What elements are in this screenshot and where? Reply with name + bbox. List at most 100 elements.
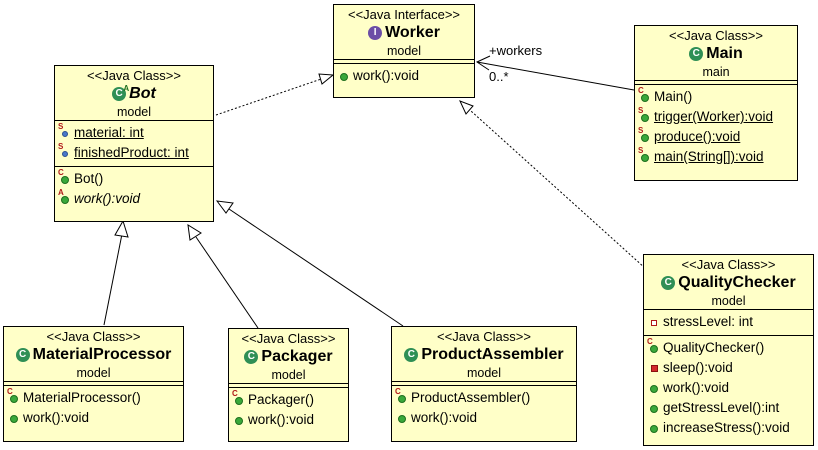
generalization-productassembler-bot	[228, 208, 404, 327]
class-icon: C	[404, 348, 419, 362]
abstract-method-icon: A	[58, 189, 71, 205]
operation[interactable]: work():void	[396, 408, 576, 428]
operation[interactable]: getStressLevel():int	[648, 398, 813, 418]
constructor-icon: C	[232, 390, 245, 406]
attribute[interactable]: stressLevel: int	[648, 312, 813, 332]
generalization-arrowhead	[215, 200, 234, 214]
package-label: model	[271, 368, 306, 382]
attributes-compartment	[392, 381, 576, 386]
package-label: main	[702, 65, 730, 79]
public-method-icon	[338, 70, 350, 82]
package-field-icon: S	[58, 143, 71, 159]
static-method-icon: S	[638, 107, 651, 123]
realization-qualitychecker-worker	[460, 101, 646, 269]
constructor-icon: C	[58, 169, 71, 185]
attributes-compartment	[4, 381, 183, 386]
stereotype-label: <<Java Class>>	[437, 329, 531, 344]
operations-compartment: work():void	[334, 64, 474, 89]
package-label: model	[711, 294, 746, 308]
public-method-icon	[648, 382, 660, 394]
constructor-icon: C	[638, 87, 651, 103]
constructor-icon: C	[647, 338, 660, 354]
private-method-icon	[648, 362, 660, 374]
attributes-compartment	[229, 383, 348, 388]
interface-icon: I	[368, 26, 383, 40]
public-method-icon	[396, 412, 408, 424]
constructor-icon: C	[395, 388, 408, 404]
attributes-compartment	[635, 80, 797, 85]
association-role-label: +workers	[489, 43, 543, 58]
realization-arrowhead	[318, 73, 335, 85]
operation[interactable]: work():void	[338, 66, 474, 86]
stereotype-label: <<Java Class>>	[241, 331, 336, 346]
static-method-icon: S	[638, 127, 651, 143]
stereotype-label: <<Java Class>>	[669, 28, 763, 43]
association-arrowhead	[475, 55, 491, 71]
stereotype-label: <<Java Class>>	[46, 329, 141, 344]
class-icon: C	[689, 47, 704, 61]
class-icon: C	[661, 276, 676, 290]
operation[interactable]: work():void	[648, 378, 813, 398]
public-method-icon	[233, 414, 245, 426]
public-method-icon	[648, 422, 660, 434]
class-icon: C	[244, 350, 259, 364]
operation[interactable]: work():void	[8, 408, 183, 428]
private-field-icon	[648, 316, 660, 328]
stereotype-label: <<Java Class>>	[87, 68, 181, 83]
attributes-compartment	[334, 59, 474, 64]
package-label: model	[76, 366, 111, 380]
constructor-icon: C	[7, 388, 20, 404]
package-label: model	[466, 366, 502, 380]
realization-arrowhead	[459, 100, 474, 115]
generalization-packager-bot	[195, 236, 259, 329]
generalization-materialprocessor-bot	[103, 233, 123, 326]
public-method-icon	[8, 412, 20, 424]
operation[interactable]: work():void	[233, 410, 348, 430]
static-method-icon: S	[638, 147, 651, 163]
generalization-arrowhead	[187, 224, 202, 241]
stereotype-label: <<Java Interface>>	[347, 7, 461, 22]
attributes-compartment: stressLevel: int	[644, 309, 813, 335]
package-label: model	[386, 44, 422, 58]
operation[interactable]: sleep():void	[648, 358, 813, 378]
class-icon: C	[15, 348, 30, 362]
stereotype-label: <<Java Class>>	[681, 257, 776, 272]
package-label: model	[116, 105, 152, 119]
operation[interactable]: increaseStress():void	[648, 418, 813, 438]
